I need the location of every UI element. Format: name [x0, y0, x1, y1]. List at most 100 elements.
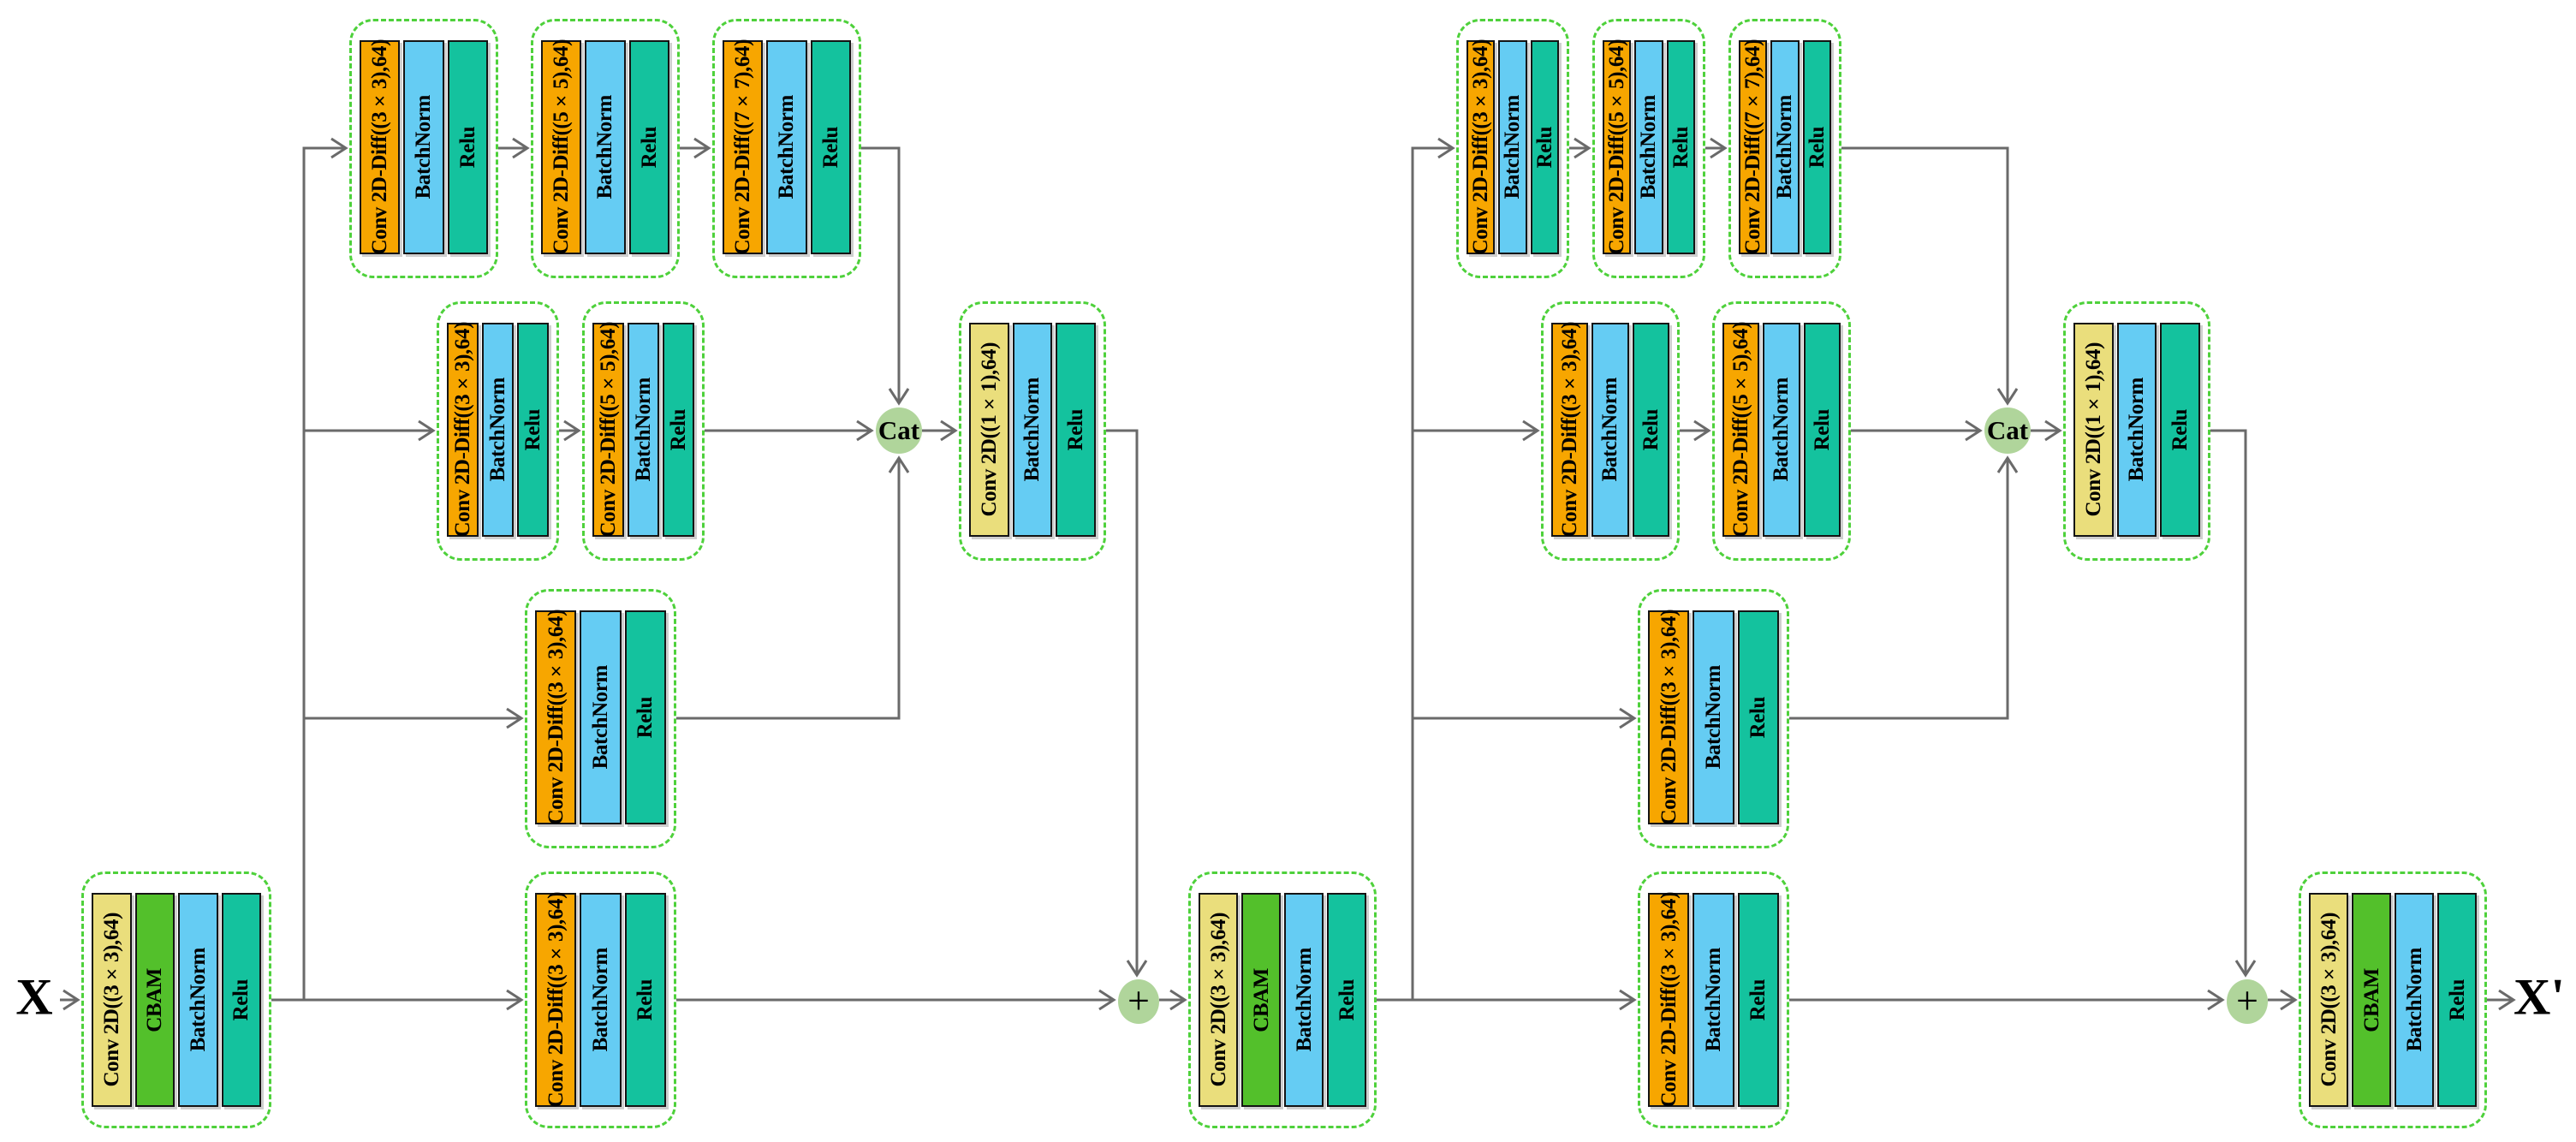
layer-bar-label: BatchNorm [588, 948, 612, 1052]
layer-bar-diff3x3: Conv 2D-Diff((3×3),64) [447, 322, 479, 538]
add-node-left: + [1118, 978, 1159, 1024]
layer-bar-label: Relu [1805, 126, 1829, 169]
layer-bar-label: Conv 2D-Diff((3×3),64) [368, 39, 392, 255]
layer-bar-relu: Relu [628, 40, 669, 254]
concat-node-left: Cat [876, 407, 922, 454]
layer-bar-batchnorm: BatchNorm [1284, 893, 1324, 1107]
wire-right-trunk-branch1 [1411, 137, 1455, 1000]
layer-bar-label: Relu [455, 126, 479, 169]
layer-bar-label: Conv 2D-Diff((5×5),64) [1729, 322, 1753, 538]
layer-bar-batchnorm: BatchNorm [2395, 893, 2434, 1107]
layer-bar-relu: Relu [1737, 893, 1779, 1107]
layer-bar-label: Conv 2D-Diff((5×5),64) [597, 322, 620, 538]
layer-bar-label: CBAM [2359, 967, 2383, 1032]
layer-bar-diff5x5: Conv 2D-Diff((5×5),64) [1722, 322, 1760, 538]
left-branch3-diff3-block: Conv 2D-Diff((3×3),64) BatchNorm Relu [525, 589, 676, 848]
right-branch1-diff3-block: Conv 2D-Diff((3×3),64) BatchNorm Relu [1456, 19, 1569, 278]
layer-bar-conv3x3: Conv 2D((3×3),64) [1199, 893, 1238, 1107]
layer-bar-batchnorm: BatchNorm [1634, 40, 1663, 254]
concat-node-right: Cat [1984, 407, 2031, 454]
layer-bar-batchnorm: BatchNorm [628, 323, 659, 537]
layer-bar-batchnorm: BatchNorm [1498, 40, 1527, 254]
layer-bar-label: Conv 2D((3×3),64) [2317, 913, 2341, 1087]
layer-bar-label: CBAM [1249, 967, 1273, 1032]
left-branch2-diff5-block: Conv 2D-Diff((5×5),64) BatchNorm Relu [582, 301, 705, 561]
layer-bar-conv3x3: Conv 2D((3×3),64) [2309, 893, 2348, 1107]
layer-bar-conv1x1: Conv 2D((1×1),64) [969, 323, 1009, 537]
layer-bar-label: Conv 2D((1×1),64) [977, 342, 1001, 517]
layer-bar-label: BatchNorm [186, 948, 210, 1052]
layer-bar-relu: Relu [624, 610, 666, 824]
layer-bar-label: Conv 2D-Diff((3×3),64) [1657, 610, 1681, 825]
layer-bar-label: BatchNorm [593, 95, 617, 199]
layer-bar-label: BatchNorm [486, 378, 509, 482]
layer-bar-label: BatchNorm [1770, 378, 1794, 482]
layer-bar-label: Relu [1532, 126, 1556, 169]
layer-bar-relu: Relu [447, 40, 488, 254]
layer-bar-batchnorm: BatchNorm [580, 893, 622, 1107]
layer-bar-label: Conv 2D-Diff((3×3),64) [1558, 322, 1582, 538]
layer-bar-label: Relu [667, 408, 690, 451]
layer-bar-label: Conv 2D-Diff((3×3),64) [1469, 39, 1493, 255]
layer-bar-relu: Relu [517, 323, 549, 537]
layer-bar-conv3x3: Conv 2D((3×3),64) [92, 893, 132, 1107]
layer-bar-batchnorm: BatchNorm [1693, 893, 1734, 1107]
layer-bar-label: BatchNorm [1020, 378, 1044, 482]
layer-bar-relu: Relu [624, 893, 666, 1107]
layer-bar-label: BatchNorm [1501, 95, 1525, 199]
layer-bar-relu: Relu [221, 893, 261, 1107]
layer-bar-diff3x3: Conv 2D-Diff((3×3),64) [360, 39, 401, 255]
add-node-right: + [2227, 978, 2268, 1024]
layer-bar-batchnorm: BatchNorm [403, 40, 444, 254]
layer-bar-conv1x1: Conv 2D((1×1),64) [2073, 323, 2114, 537]
layer-bar-relu: Relu [2437, 893, 2477, 1107]
layer-bar-label: Conv 2D((1×1),64) [2081, 342, 2105, 517]
left-branch2-diff3-block: Conv 2D-Diff((3×3),64) BatchNorm Relu [437, 301, 559, 561]
layer-bar-label: BatchNorm [588, 665, 612, 770]
layer-bar-batchnorm: BatchNorm [2116, 323, 2157, 537]
layer-bar-label: Relu [637, 126, 661, 169]
layer-bar-relu: Relu [1327, 893, 1366, 1107]
layer-bar-label: Conv 2D-Diff((3×3),64) [544, 610, 568, 825]
layer-bar-diff5x5: Conv 2D-Diff((5×5),64) [592, 322, 624, 538]
output-cbam-block: Conv 2D((3×3),64) CBAM BatchNorm Relu [2299, 871, 2487, 1128]
layer-bar-label: BatchNorm [632, 378, 655, 482]
layer-bar-batchnorm: BatchNorm [585, 40, 626, 254]
layer-bar-label: Relu [1746, 978, 1770, 1021]
layer-bar-label: Relu [1064, 408, 1088, 451]
wire-right-conv1x1-to-add [2210, 429, 2257, 978]
layer-bar-label: BatchNorm [1637, 95, 1661, 199]
layer-bar-label: Conv 2D((3×3),64) [99, 913, 123, 1087]
wire-left-b3-to-cat [676, 455, 910, 720]
layer-bar-label: Relu [2445, 978, 2469, 1021]
layer-bar-batchnorm: BatchNorm [1012, 323, 1053, 537]
layer-bar-diff3x3: Conv 2D-Diff((3×3),64) [1648, 892, 1690, 1108]
add-node-label: + [2236, 978, 2258, 1022]
layer-bar-label: Conv 2D-Diff((7×7),64) [1741, 39, 1765, 255]
layer-bar-label: Conv 2D-Diff((7×7),64) [731, 39, 755, 255]
layer-bar-diff3x3: Conv 2D-Diff((3×3),64) [535, 610, 577, 825]
wire-right-b3-to-cat [1789, 455, 2019, 720]
layer-bar-label: BatchNorm [1292, 948, 1316, 1052]
layer-bar-relu: Relu [1632, 323, 1669, 537]
layer-bar-label: Relu [1639, 408, 1663, 451]
layer-bar-label: BatchNorm [2125, 378, 2149, 482]
layer-bar-label: Conv 2D-Diff((5×5),64) [550, 39, 574, 255]
mid-cbam-block: Conv 2D((3×3),64) CBAM BatchNorm Relu [1188, 871, 1377, 1128]
layer-bar-diff5x5: Conv 2D-Diff((5×5),64) [1603, 39, 1632, 255]
layer-bar-batchnorm: BatchNorm [1770, 40, 1800, 254]
layer-bar-batchnorm: BatchNorm [178, 893, 218, 1107]
add-node-label: + [1127, 978, 1150, 1022]
layer-bar-relu: Relu [663, 323, 694, 537]
input-label: X [15, 968, 53, 1026]
layer-bar-diff3x3: Conv 2D-Diff((3×3),64) [1648, 610, 1690, 825]
layer-bar-batchnorm: BatchNorm [1693, 610, 1734, 824]
layer-bar-diff3x3: Conv 2D-Diff((3×3),64) [1466, 39, 1496, 255]
